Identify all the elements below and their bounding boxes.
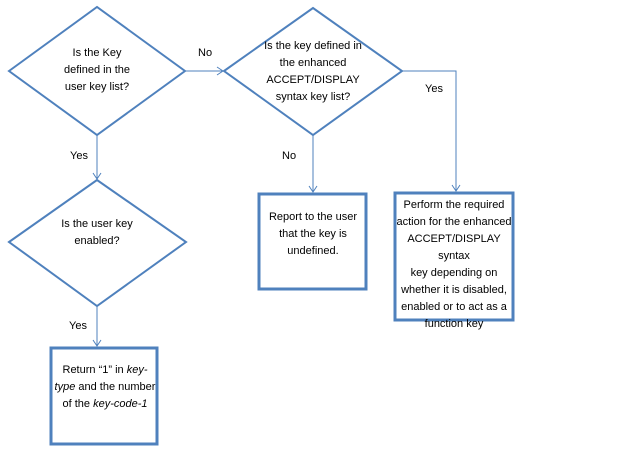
decision-user-key-enabled (7, 178, 188, 308)
arrow-yes-to-perform (402, 70, 461, 192)
arrow-yes-to-return (92, 306, 102, 347)
decision-user-key-enabled-text: Is the user key enabled? (47, 216, 147, 250)
text-line: user key list? (64, 81, 130, 93)
text-line: key depending on (410, 267, 498, 279)
decision-enhanced-key-defined-text: Is the key defined in the enhanced ACCEP… (253, 38, 373, 106)
process-perform-action (393, 191, 515, 322)
text-line: function key (424, 318, 484, 330)
edge-label-yes: Yes (70, 150, 88, 162)
text-line: whether it is disabled, (401, 284, 507, 296)
arrow-no-to-report (308, 135, 318, 193)
text-line: of the key-code-1 (51, 396, 159, 413)
text-line: Report to the user (268, 211, 358, 223)
text-line: Return “1” in key- (51, 362, 159, 379)
process-perform-action-text: Perform the required action for the enha… (393, 197, 515, 333)
text-line: defined in the (63, 64, 131, 76)
text-line: Is the user key (61, 218, 133, 230)
text-span-italic: type (54, 381, 76, 393)
text-span: of the (62, 398, 94, 410)
text-line: the enhanced (279, 57, 347, 69)
text-line: type and the number (51, 379, 159, 396)
text-line: ACCEPT/DISPLAY (266, 74, 360, 86)
text-line: enabled or to act as a (401, 301, 507, 313)
edge-label-yes: Yes (425, 83, 443, 95)
process-return-one-text: Return “1” in key- type and the number o… (51, 362, 159, 413)
text-line: syntax key list? (275, 91, 351, 103)
text-line: Is the Key (72, 47, 122, 59)
decision-user-key-defined (7, 5, 187, 137)
text-line: that the key is (279, 228, 347, 240)
text-line: Is the key defined in (264, 40, 362, 52)
edge-label-no: No (282, 150, 297, 162)
text-span: Return “1” in (62, 364, 127, 376)
text-span-italic: key-code-1 (93, 398, 148, 410)
text-line: enabled? (74, 235, 120, 247)
text-span: and the number (75, 381, 156, 393)
text-line: ACCEPT/DISPLAY syntax (407, 233, 501, 262)
edge-label-no: No (198, 47, 213, 59)
arrow-no-to-enhanced (186, 66, 224, 76)
text-line: action for the enhanced (396, 216, 512, 228)
arrow-yes-to-enabled (92, 135, 102, 180)
process-return-one (49, 346, 159, 446)
text-line: undefined. (287, 245, 339, 257)
decision-user-key-defined-text: Is the Key defined in the user key list? (47, 45, 147, 96)
process-report-undefined (257, 192, 368, 291)
process-report-undefined-text: Report to the user that the key is undef… (259, 209, 367, 260)
text-span-italic: key- (126, 364, 148, 376)
text-line: Perform the required (403, 199, 505, 211)
edge-label-yes: Yes (69, 320, 87, 332)
